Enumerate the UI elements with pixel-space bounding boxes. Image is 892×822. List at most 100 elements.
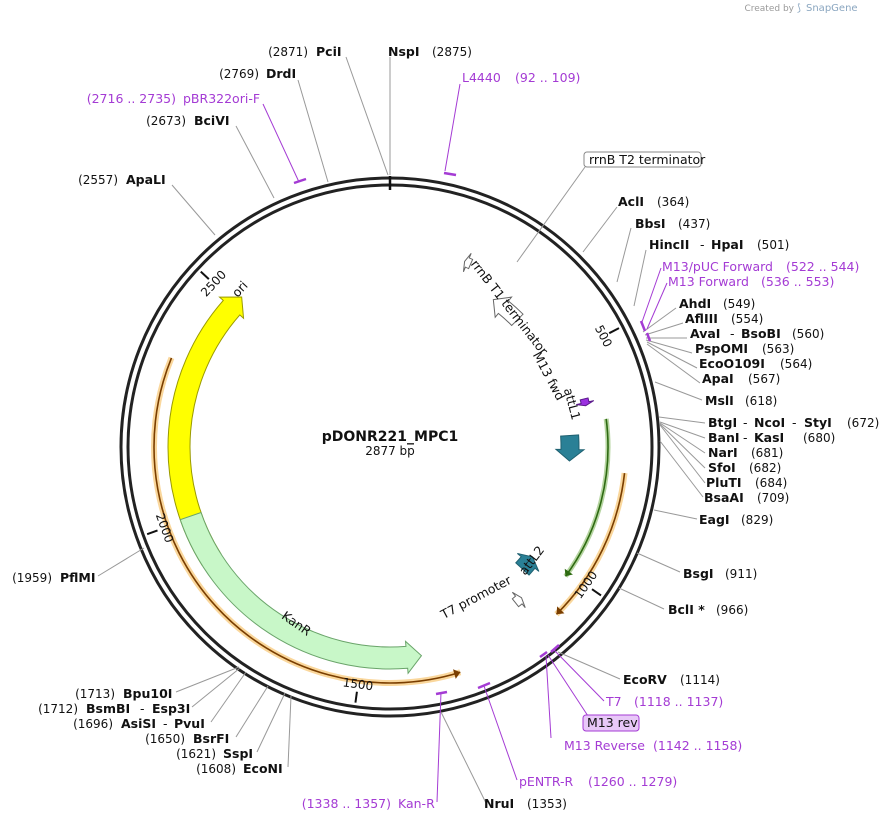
site-pos-hincii: (501) [757,238,789,252]
leader-primer-m13-reverse [545,655,552,739]
primer-range-pentr-r: (1260 .. 1279) [588,774,677,789]
feature-t7-promoter [511,591,526,608]
primer-box-m13-rev [582,714,640,732]
leader-bsgi [636,552,681,573]
leader-pcii [345,56,389,176]
leader-bpu10i [175,666,240,693]
site-name-apai: ApaI [702,371,734,386]
primer-name-kan-r: Kan-R [398,796,435,811]
leader-econi [287,695,292,768]
site-name-bani: BanI [708,430,740,445]
site-pos-econi: (1608) [196,762,236,776]
tick-label-1000: 1000 [571,568,600,601]
site-pos-nari: (681) [751,446,783,460]
site-name-hpai: HpaI [711,237,744,252]
site-pos-bcivi: (2673) [146,114,186,128]
green-track [564,418,609,577]
tick-label-1500: 1500 [342,675,374,693]
leader-asisi [210,671,247,723]
site-name-nspi: NspI [388,44,420,59]
plasmid-length: 2877 bp [365,444,415,458]
site-pos-pspomi: (563) [762,342,794,356]
site-separator: - [163,716,168,731]
site-separator: - [730,326,735,341]
feature-attl1 [554,434,586,462]
leader-bani [659,421,706,439]
leader-primer-pentr-r [483,685,518,781]
feature-ori [167,296,245,567]
site-pos-bbsi: (437) [678,217,710,231]
site-name-bsobi: BsoBI [741,326,781,341]
feature-label-rrnb-t2: rrnB T2 terminator [589,152,706,167]
feature-label-m13-fwd: M13 fwd [530,349,568,403]
feature-rrnb-t2-terminator [462,253,474,272]
primer-name-m13-puc: M13/pUC Forward [662,259,773,274]
site-pos-bpu10i: (1713) [75,687,115,701]
annotation-tracks [151,356,628,686]
site-pos-pluti: (684) [755,476,787,490]
site-separator: - [792,415,797,430]
feature-arrows [167,253,595,675]
leader-bsrfi [235,685,269,738]
site-name-bsrfi: BsrFI [193,731,229,746]
site-name-asisi: AsiSI [121,716,156,731]
leader-apali [171,184,216,236]
leader-ecoo109i [646,341,698,369]
primer-mark-pbr322ori-f [293,177,307,185]
site-name-hincii: HincII [649,237,689,252]
site-pos-pflmi: (1959) [12,571,52,585]
site-name-pspomi: PspOMI [695,341,748,356]
leader-primer-m13-puc [641,267,662,323]
leader-primer-kan-r [436,691,442,803]
site-pos-sfoi: (682) [749,461,781,475]
site-name-pluti: PluTI [706,475,742,490]
site-name-eagi: EagI [699,512,730,527]
site-separator: - [140,701,145,716]
site-name-btgi: BtgI [708,415,737,430]
primer-mark-t7 [550,644,560,653]
site-name-sfoi: SfoI [708,460,736,475]
primer-binding-marks [293,171,652,696]
site-separator: - [700,237,705,252]
site-name-ecorv: EcoRV [623,672,667,687]
feature-attl2 [515,552,540,576]
leader-sfoi [659,423,706,469]
feature-kanr [179,511,423,675]
leader-nrui [440,711,487,804]
feature-label-rrnb-t1: rrnB T1 terminator [468,257,552,359]
site-pos-nrui: (1353) [527,797,567,811]
primer-name-m13-forward: M13 Forward [668,274,749,289]
site-pos-sspi: (1621) [176,747,216,761]
site-name-nari: NarI [708,445,738,460]
leader-nari [659,422,706,454]
site-pos-msli: (618) [745,394,777,408]
leader-bcivi [235,125,275,199]
leader-sspi [256,692,286,753]
site-separator: - [743,430,748,445]
leader-bsmbi [191,667,241,708]
tick-2000 [146,529,158,536]
feature-callout-rrnb-t2: rrnB T2 terminator [516,151,706,263]
primer-range-m13-reverse: (1142 .. 1158) [653,738,742,753]
site-name-bsmbi: BsmBI [86,701,130,716]
leader-hincii [633,249,647,307]
site-name-pflmi: PflMI [60,570,96,585]
site-name-bpu10i: Bpu10I [123,686,172,701]
site-leader-lines [97,56,706,804]
primer-range-pbr322ori-f: (2716 .. 2735) [87,91,176,106]
site-name-acli: AclI [618,194,644,209]
orange-track-right-arrowhead [556,606,565,615]
leader-drdi [297,79,329,183]
feature-label-t7-promoter: T7 promoter [437,572,514,623]
site-name-pvui: PvuI [174,716,205,731]
primer-name-pentr-r: pENTR-R [519,774,574,789]
leader-ahdi [642,307,677,333]
primer-mark-l4440 [443,171,457,177]
leader-pflmi [97,547,145,577]
leader-pluti [659,424,706,484]
site-name-esp3i: Esp3I [152,701,190,716]
site-pos-asisi: (1696) [73,717,113,731]
site-name-bcivi: BciVI [194,113,230,128]
site-name-ahdi: AhdI [679,296,711,311]
